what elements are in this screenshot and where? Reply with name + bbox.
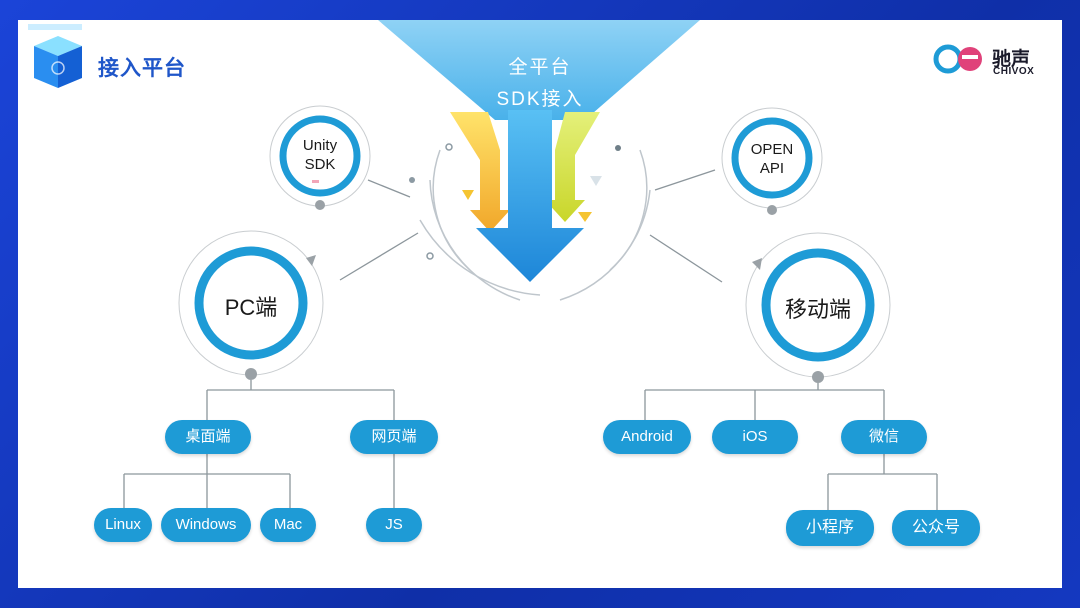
- mobile-node: [745, 232, 891, 383]
- orbit-rings: [419, 149, 651, 301]
- pill-js: JS: [366, 508, 422, 542]
- pc-node: [178, 230, 324, 380]
- pill-desktop: 桌面端: [165, 420, 251, 454]
- chivox-logo-icon: [933, 44, 982, 74]
- funnel-cone: [378, 20, 700, 120]
- pill-linux: Linux: [94, 508, 152, 542]
- page-title: 接入平台: [98, 57, 186, 80]
- funnel-label-line1: 全平台: [508, 57, 572, 78]
- unity-node: [269, 105, 371, 210]
- unity-label-line1: Unity: [302, 137, 338, 154]
- pill-web: 网页端: [350, 420, 438, 454]
- pill-android: Android: [603, 420, 691, 454]
- pc-tree-lines: [123, 380, 395, 510]
- yellow-arrow: [450, 112, 510, 232]
- pill-wechat: 微信: [841, 420, 927, 454]
- mobile-label: 移动端: [784, 297, 851, 322]
- pill-official-account: 公众号: [892, 510, 980, 546]
- open-api-label-line1: OPEN: [750, 141, 794, 158]
- pill-mini-program: 小程序: [786, 510, 874, 546]
- logo-text: 驰声: [992, 49, 1031, 70]
- unity-label: Unity SDK: [280, 136, 360, 174]
- open-api-label: OPEN API: [732, 140, 812, 178]
- pc-label: PC端: [224, 295, 278, 320]
- pill-windows: Windows: [161, 508, 251, 542]
- cube-icon: [28, 24, 82, 88]
- funnel-label-line2: SDK接入: [496, 89, 584, 110]
- open-api-label-line2: API: [759, 160, 785, 177]
- green-arrow: [545, 112, 600, 222]
- pill-ios: iOS: [712, 420, 798, 454]
- center-arrow: [476, 110, 584, 282]
- pill-mac: Mac: [260, 508, 316, 542]
- open-api-node: [721, 107, 823, 215]
- mobile-tree-lines: [644, 383, 938, 510]
- unity-label-line2: SDK: [304, 156, 336, 173]
- connector-lines: [339, 169, 723, 283]
- logo-subtext: CHIVOX: [993, 66, 1035, 77]
